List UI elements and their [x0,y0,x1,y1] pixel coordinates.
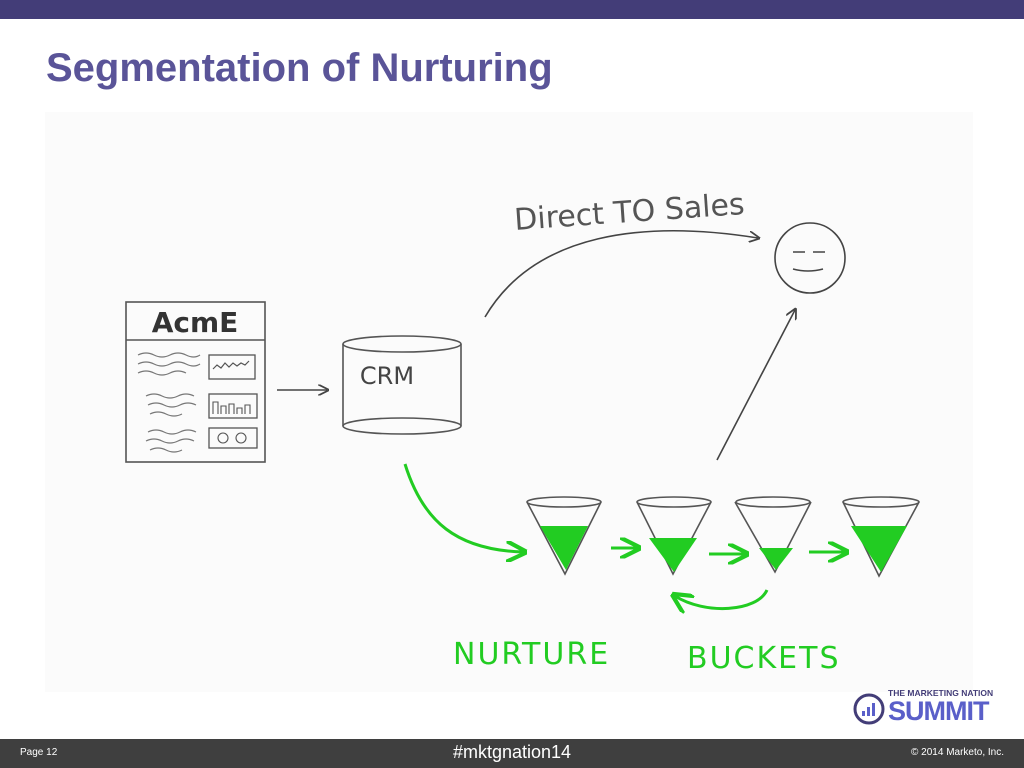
arrow-bucket-return [675,589,769,609]
nurture-bucket [636,496,712,576]
arrow-direct-to-sales [484,230,758,318]
buckets-label: BUCKETS [687,641,840,676]
page-number: Page 12 [20,747,58,758]
crm-database: CRM [342,335,462,435]
arrow-crm-to-nurture [403,463,523,552]
nurture-bucket [526,496,602,576]
nurture-bucket [842,496,920,578]
hashtag: #mktgnation14 [452,742,572,762]
crm-label: CRM [360,362,414,390]
nurture-bucket [734,496,812,574]
nurture-label: NURTURE [453,637,610,672]
logo-tagline: THE MARKETING NATION [888,688,994,698]
acme-document: AcmE [125,301,266,463]
slide-title: Segmentation of Nurturing [46,46,553,90]
arrow-buckets-to-sales [716,310,795,461]
summit-logo-icon [853,693,885,725]
diagram-svg: AcmE CRM Direc [125,187,920,676]
diagram-canvas: AcmE CRM Direc [45,112,973,692]
copyright: © 2014 Marketo, Inc. [911,747,1004,758]
acme-label: AcmE [152,306,239,339]
footer-bar: Page 12 #mktgnation14 © 2014 Marketo, In… [0,739,1024,768]
logo-wordmark: SUMMIT [888,696,989,726]
sales-person-face [774,222,846,294]
top-bar [0,0,1024,19]
summit-logo: THE MARKETING NATION SUMMIT [852,688,1012,728]
direct-to-sales-label: Direct TO Sales [513,187,746,238]
